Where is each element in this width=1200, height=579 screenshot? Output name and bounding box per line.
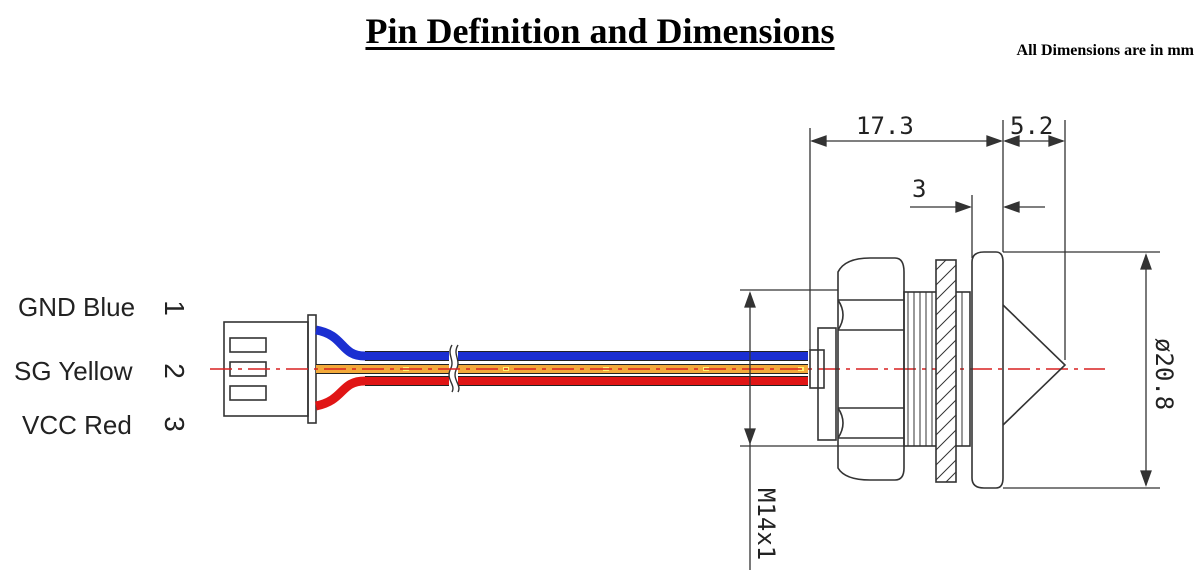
units-note: All Dimensions are in mm — [1016, 42, 1194, 59]
dim-tip-length: 5.2 — [1010, 112, 1053, 140]
cable-bundle — [314, 325, 808, 411]
dimension-lines — [740, 120, 1160, 570]
wire-red — [314, 376, 808, 411]
pin-2-label: SG Yellow — [14, 356, 133, 386]
dim-washer: 3 — [912, 175, 926, 203]
pin-1-label: GND Blue — [18, 292, 136, 322]
dim-body-length: 17.3 — [856, 112, 914, 140]
pin-3-label: VCC Red — [22, 410, 132, 440]
sensor-body — [809, 251, 1067, 489]
wire-blue — [314, 325, 808, 361]
dim-thread: M14x1 — [752, 488, 780, 560]
dim-diameter: ø20.8 — [1150, 338, 1178, 410]
page-title: Pin Definition and Dimensions — [365, 11, 835, 51]
